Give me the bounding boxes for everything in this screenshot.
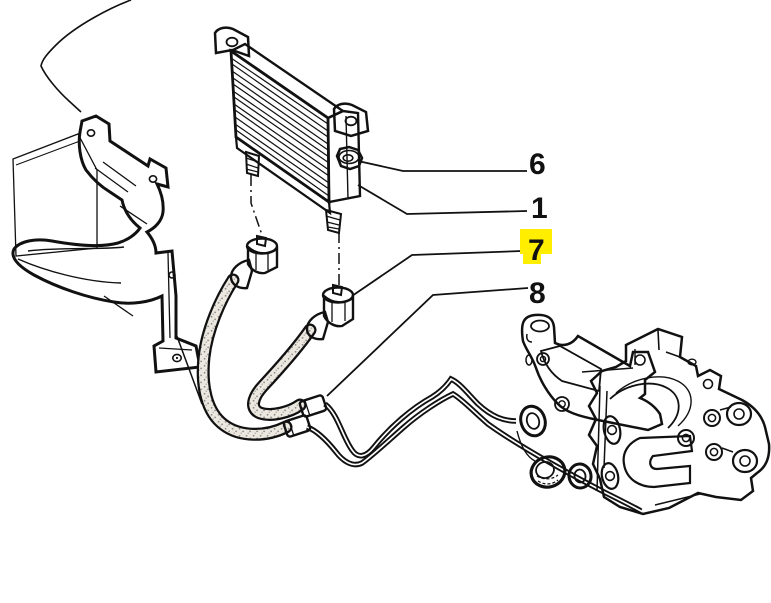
housing-body xyxy=(587,327,771,516)
pipe-to-housing xyxy=(323,375,517,459)
hose-ferrule-inner xyxy=(298,394,328,418)
callout-8[interactable]: 8 xyxy=(326,277,546,397)
shield-hole-mid xyxy=(148,175,158,184)
callout-7-highlight xyxy=(520,229,552,254)
callout-7-highlighted[interactable]: 7 xyxy=(351,229,552,297)
oil-hoses xyxy=(196,273,643,514)
leader-line-6 xyxy=(357,160,527,172)
callout-label-8[interactable]: 8 xyxy=(529,277,546,310)
cooler-tab-hole-left xyxy=(225,36,239,48)
gasket-ring xyxy=(519,404,547,438)
seal-rings xyxy=(516,404,593,490)
cooler-tab-hole-right xyxy=(344,115,358,127)
housing-u-slot xyxy=(622,434,694,489)
cooler-fitting-left xyxy=(244,150,261,178)
shield-foot-hole xyxy=(172,353,183,363)
housing-bracket-arm xyxy=(520,313,664,432)
threaded-sleeve xyxy=(529,455,567,489)
leader-line-1 xyxy=(357,184,528,215)
cooler-bottom-frame xyxy=(234,134,332,216)
seal-ring-small xyxy=(567,462,593,490)
shield-screw-hole xyxy=(168,271,176,279)
deflector-shield xyxy=(11,114,203,405)
assembly-center-lines xyxy=(250,175,340,285)
leader-line-7 xyxy=(351,250,523,297)
oil-cooler xyxy=(213,26,370,235)
nut-hole xyxy=(342,154,354,163)
oil-filter-housing xyxy=(520,313,771,516)
hose-elbow-fitting-left xyxy=(229,234,279,290)
callout-label-7[interactable]: 7 xyxy=(528,234,545,267)
shield-back-panel xyxy=(12,133,98,257)
cooler-union-nut xyxy=(335,145,364,171)
callout-7-highlight-tail xyxy=(523,254,541,264)
callout-1[interactable]: 1 xyxy=(357,184,548,225)
shield-main-panel xyxy=(11,114,202,374)
callout-label-6[interactable]: 6 xyxy=(529,148,546,181)
cooler-fins xyxy=(230,57,330,197)
callouts: 6 1 7 8 xyxy=(326,148,552,397)
leader-line-8 xyxy=(326,287,529,397)
callout-label-1[interactable]: 1 xyxy=(531,192,548,225)
hose-ferrule-outer xyxy=(282,414,312,438)
callout-6[interactable]: 6 xyxy=(357,148,546,181)
shield-hole-top xyxy=(86,129,96,138)
shield-foot-guide-line xyxy=(174,330,203,405)
cooler-top-right-tab xyxy=(332,102,370,138)
car-body-outline xyxy=(40,0,132,113)
cooler-top-left-tab xyxy=(213,26,251,58)
